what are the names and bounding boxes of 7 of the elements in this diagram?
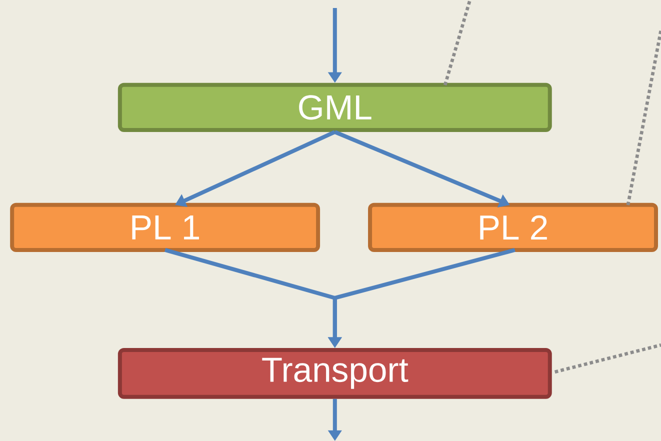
leader-line	[554, 343, 661, 374]
process-box: PL 1	[10, 202, 320, 252]
process-box: GML	[118, 82, 552, 132]
leader-line	[626, 30, 661, 206]
process-box: Transport	[118, 348, 552, 399]
leader-line	[443, 0, 472, 86]
process-box: PL 2	[368, 202, 658, 252]
